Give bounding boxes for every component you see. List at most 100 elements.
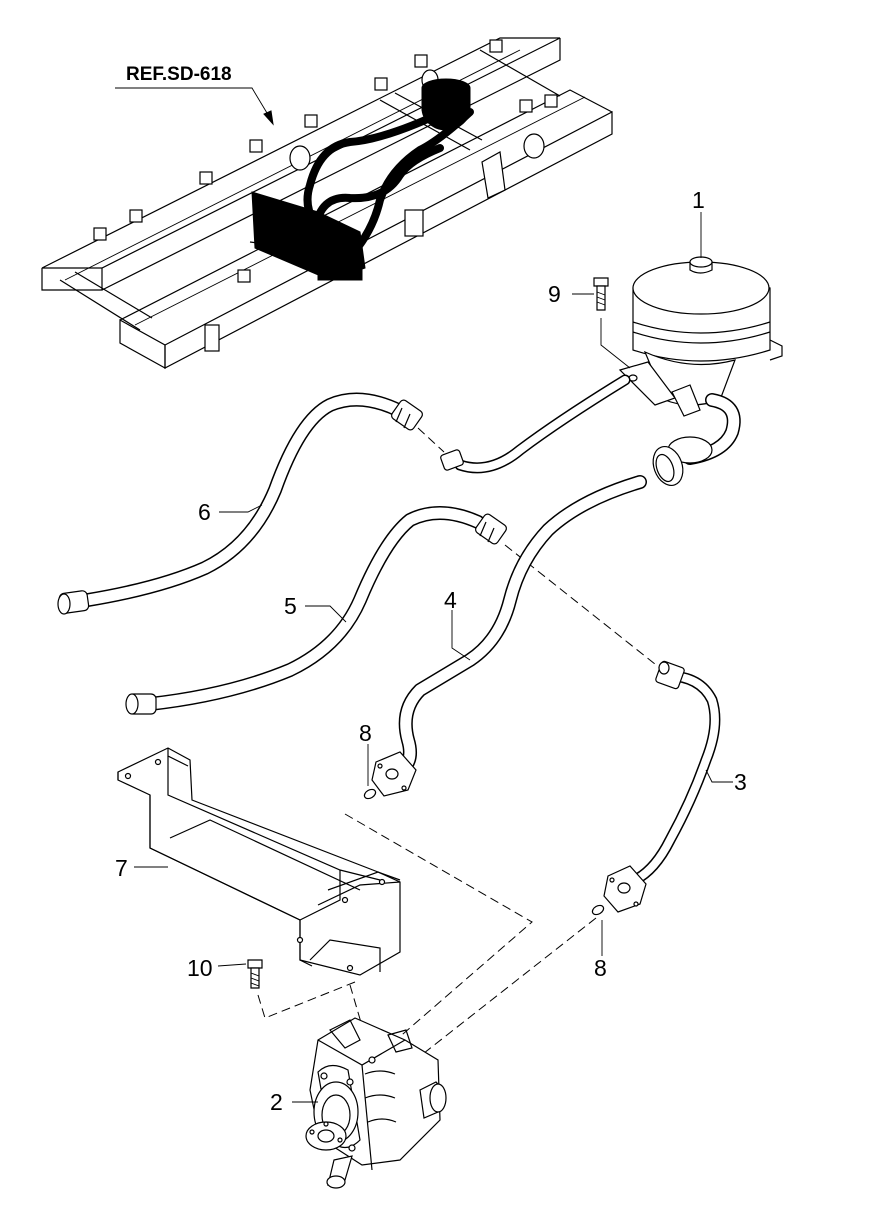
pipe-part-3 bbox=[603, 660, 721, 913]
reservoir-cap-top bbox=[689, 256, 713, 268]
assembly-line-hose4 bbox=[344, 813, 533, 1041]
pump-mount-ear-right bbox=[387, 1029, 413, 1053]
frame-inner-line-2 bbox=[134, 96, 586, 326]
callout-9: 9 bbox=[548, 281, 561, 307]
hose-5-end-fitting bbox=[125, 693, 157, 715]
pipe-3-flange bbox=[603, 865, 647, 913]
callout-4: 4 bbox=[444, 587, 457, 613]
o-ring-lower bbox=[591, 904, 605, 916]
bracket-hole-3 bbox=[341, 896, 349, 904]
bracket-base-side bbox=[299, 920, 313, 967]
pump-front-edge bbox=[361, 1064, 373, 1171]
mounting-bracket-part-7 bbox=[117, 747, 401, 976]
frame-crossmember-1 bbox=[59, 279, 141, 331]
pump-outlet-shaft bbox=[326, 1155, 353, 1189]
bolt-10-thread bbox=[250, 972, 260, 987]
reference-label: REF.SD-618 bbox=[126, 64, 232, 85]
pump-part-2 bbox=[305, 1017, 447, 1189]
assembly-line-bolt10 bbox=[257, 981, 356, 1019]
callout-8-lower: 8 bbox=[594, 955, 607, 981]
frame-hose-1 bbox=[303, 114, 434, 244]
leader-10 bbox=[217, 963, 247, 967]
bolt-part-10 bbox=[247, 959, 263, 989]
hose-5-coupling bbox=[475, 513, 507, 545]
reservoir-seam bbox=[632, 321, 771, 334]
callout-3: 3 bbox=[734, 769, 747, 795]
hose-6-end-fitting bbox=[57, 590, 90, 615]
hose-part-6 bbox=[57, 392, 445, 615]
assembly-lines bbox=[257, 813, 597, 1069]
pump-inlet-port bbox=[419, 1081, 447, 1119]
bracket-hole-6 bbox=[346, 964, 354, 972]
bracket-left-web bbox=[149, 795, 301, 921]
hose-4-body bbox=[396, 476, 646, 776]
callout-10: 10 bbox=[187, 955, 213, 981]
leader-5 bbox=[305, 605, 347, 623]
callout-1: 1 bbox=[692, 187, 705, 213]
hose-4-flange bbox=[371, 751, 417, 797]
callout-leaders bbox=[134, 212, 733, 1103]
reservoir-bracket-foot bbox=[671, 384, 701, 417]
hose-5-body bbox=[144, 507, 484, 710]
bolt-10-head bbox=[247, 959, 263, 969]
bolt-9-thread bbox=[596, 291, 606, 306]
bolt-9-head bbox=[593, 277, 609, 287]
frame-crossmember-1b bbox=[74, 271, 153, 319]
reservoir-return-pipe bbox=[440, 374, 631, 474]
hose-part-4 bbox=[371, 475, 647, 797]
frame-rail-right-side bbox=[164, 111, 613, 369]
bolt-9-shank bbox=[596, 285, 606, 311]
leader-4 bbox=[451, 610, 471, 661]
bracket-hole-5 bbox=[296, 936, 304, 944]
hose-6-body bbox=[82, 394, 404, 606]
pipe-3-top-fitting bbox=[655, 660, 685, 690]
callout-8-upper: 8 bbox=[359, 720, 372, 746]
pump-mount-ear-left bbox=[329, 1019, 361, 1049]
frame-rail-left-end bbox=[41, 268, 103, 291]
callout-5: 5 bbox=[284, 593, 297, 619]
hose-part-5 bbox=[125, 505, 661, 715]
o-ring-upper bbox=[363, 788, 377, 800]
bolt-9-alignment-line bbox=[600, 318, 631, 369]
callout-2: 2 bbox=[270, 1089, 283, 1115]
frame-hose-3 bbox=[341, 108, 474, 266]
assembly-line-pipe3 bbox=[404, 917, 597, 1069]
pump-face-bolt-2 bbox=[346, 1078, 354, 1086]
frame-rail-right-top bbox=[119, 89, 613, 321]
bracket-top-right-flange bbox=[327, 871, 401, 891]
bracket-floor-edge bbox=[169, 819, 361, 891]
pump-face-bolt-4 bbox=[348, 1144, 356, 1152]
pipe-3-body bbox=[631, 672, 719, 884]
bracket-hole-4 bbox=[378, 878, 386, 886]
frame-brackets bbox=[93, 39, 558, 352]
frame-crossmember-2 bbox=[379, 99, 471, 151]
bracket-inner-edge bbox=[167, 756, 381, 881]
bracket-hole-2 bbox=[154, 758, 162, 766]
reference-leader bbox=[115, 87, 271, 119]
pump-drive-flange bbox=[305, 1121, 347, 1151]
bolt-10-shank bbox=[250, 967, 260, 989]
frame-crossmember-3 bbox=[479, 49, 561, 97]
hose-6-connection-line bbox=[417, 427, 445, 453]
pump-face-bolt-1 bbox=[320, 1072, 328, 1080]
pump-top-bolt bbox=[368, 1056, 376, 1064]
callout-6: 6 bbox=[198, 499, 211, 525]
hose-clamp-inner bbox=[655, 453, 675, 483]
reservoir-tank bbox=[618, 256, 783, 486]
callout-numbers: 1 2 3 4 5 6 7 8 8 9 10 bbox=[115, 187, 747, 1115]
bracket-base-plate bbox=[309, 939, 381, 972]
hose-6-coupling bbox=[391, 399, 423, 431]
reservoir-seam-2 bbox=[632, 331, 771, 344]
reference-arrowhead bbox=[263, 110, 274, 126]
frame-pump-rod bbox=[249, 241, 281, 247]
reservoir-tab bbox=[769, 339, 783, 361]
return-pipe-fitting bbox=[440, 449, 464, 471]
reference-callout: REF.SD-618 bbox=[115, 64, 274, 126]
bracket-front-face bbox=[299, 870, 341, 921]
leader-6 bbox=[219, 504, 263, 513]
leader-3 bbox=[705, 769, 733, 783]
bracket-outline bbox=[117, 747, 401, 976]
pump-cooling-fins bbox=[364, 1070, 397, 1123]
bolt-part-9 bbox=[593, 277, 631, 369]
